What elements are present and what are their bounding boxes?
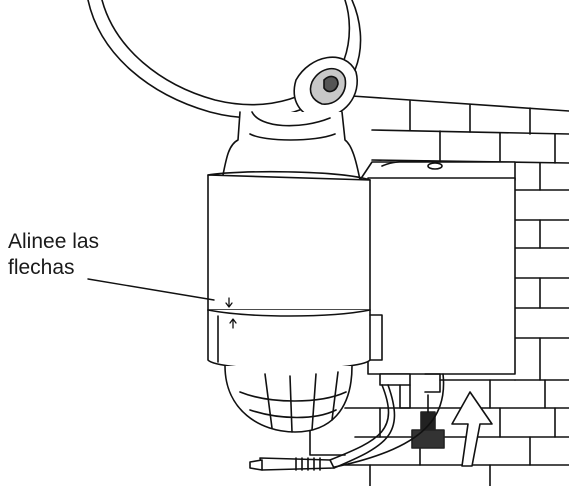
callout-line-2: flechas — [8, 256, 75, 279]
callout-line-1: Alinee las — [8, 230, 100, 253]
power-cable — [249, 373, 445, 471]
callout-label: Alinee las flechas — [8, 229, 99, 281]
brick-wall — [309, 95, 569, 486]
alignment-arrows — [225, 297, 237, 329]
mounting-screw — [411, 394, 445, 449]
sensor-housing — [207, 170, 383, 370]
lamp-head — [87, 0, 362, 119]
up-arrow-icon — [451, 391, 493, 467]
swivel-neck — [221, 111, 361, 181]
callout-leader-line — [87, 278, 215, 301]
motion-sensor-dome — [224, 365, 353, 433]
mounting-box — [359, 160, 516, 409]
